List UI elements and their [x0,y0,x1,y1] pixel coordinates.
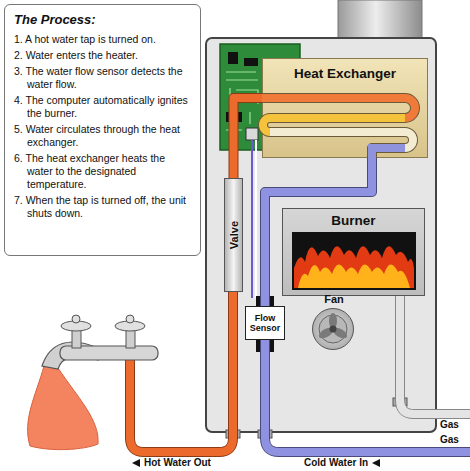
pipe-label: Cold Water In [304,457,368,468]
gas-pipe-outline [400,296,470,414]
fan-hub [330,326,337,333]
pipe-connector [265,158,372,306]
pipe-connector [234,98,263,178]
fan-blade [331,326,349,341]
part-label: Heat Exchanger [263,66,427,81]
board-chip [226,112,242,122]
sensor-wire [255,140,257,298]
step-text: 5. Water circulates through the heat exc… [14,123,193,149]
pipe-label: Hot Water Out [144,457,211,468]
hot-coil [262,98,415,118]
mild-coil [270,132,413,148]
valve-box: Valve [224,178,243,292]
board-traces [226,72,258,130]
step-text: 2. Water enters the heater. [14,49,193,62]
cold-pipe-outline [265,340,470,452]
flame [294,246,414,288]
fan-housing [319,315,347,343]
board-chip [244,58,258,66]
cold-water-pipe [265,340,470,452]
part-label: Valve [228,221,240,249]
step-text: 4. The computer automatically ignites th… [14,94,193,120]
flame-core [298,264,410,288]
process-text-box: The Process: 1. A hot water tap is turned… [4,4,201,256]
coil-outline [262,98,415,158]
pipe-outline [234,98,263,178]
hot-water-pipe [130,290,233,452]
gas-pipe [400,296,470,414]
fan-blade [329,313,337,329]
flow-arrow [132,459,140,467]
step-text: 1. A hot water tap is turned on. [14,33,193,46]
part-label: Fan [303,293,365,305]
pipe-outline [265,158,372,306]
flow-arrow [372,459,380,467]
water-stream [28,366,99,450]
fan-blade [317,326,335,341]
board-connector [246,128,258,140]
board-chip [228,52,238,64]
sensor-wire [251,140,253,298]
pipe-connector-group [234,98,263,178]
heat-exchanger-box: Heat Exchanger [262,58,428,158]
cold-coil [372,148,405,158]
faucet-handle-knob [72,315,80,323]
pipe-label: Gas [440,434,459,445]
flue-pipe [338,0,422,42]
fan-circle: Fan [312,308,354,350]
flow-sensor-box: Flow Sensor [245,306,285,340]
pipe-label: Gas [440,419,459,430]
burner-box: Burner [282,208,425,296]
burner-chamber [292,232,416,290]
pipe-connector-group [265,158,372,306]
hot-pipe-outline [130,290,233,452]
step-text: 7. When the tap is turned off, the unit … [14,194,193,220]
faucet-handle-knob [126,315,134,323]
step-text: 3. The water flow sensor detects the wat… [14,65,193,91]
part-label: Burner [283,213,424,228]
part-label: Flow Sensor [246,313,284,333]
box-heading: The Process: [14,12,193,27]
step-text: 6. The heat exchanger heats the water to… [14,152,193,191]
warm-coil [263,118,405,132]
